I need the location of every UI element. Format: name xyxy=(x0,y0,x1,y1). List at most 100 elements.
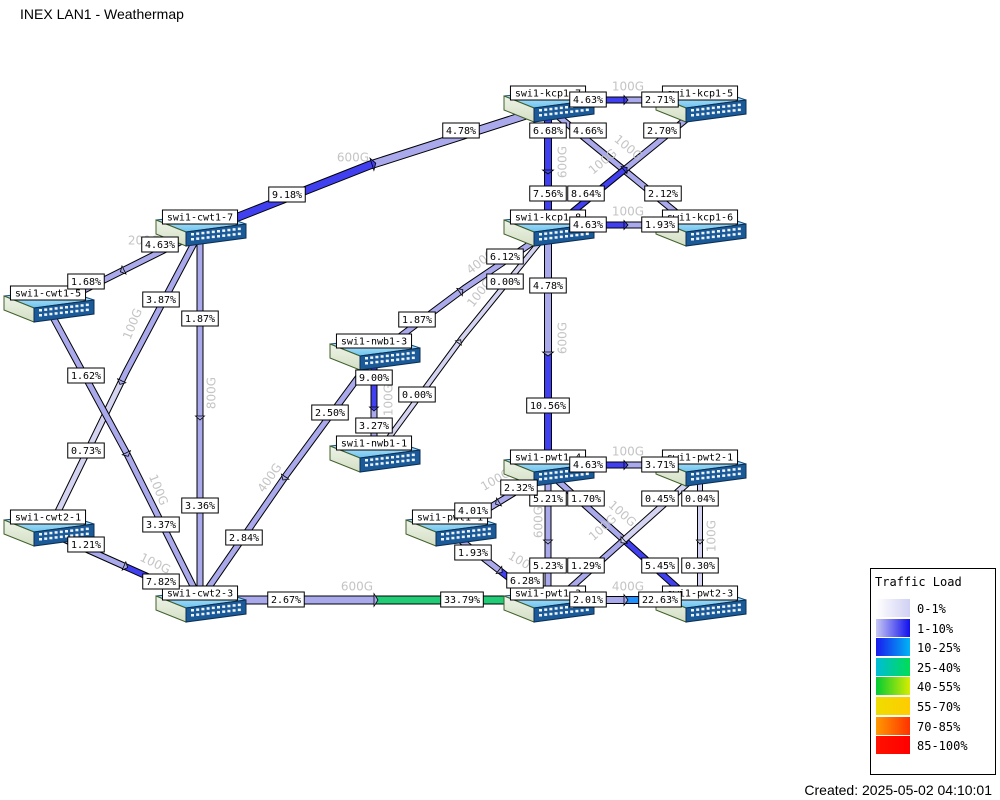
node-label-box xyxy=(161,585,239,601)
node-cwt2-3[interactable]: swi1-cwt2-3 xyxy=(155,585,247,623)
legend-swatch xyxy=(876,657,910,676)
link-half-a[interactable] xyxy=(119,230,203,382)
port-dot xyxy=(549,112,553,116)
port-dot xyxy=(539,473,542,476)
port-dot xyxy=(477,528,481,532)
port-dot xyxy=(727,609,731,613)
traffic-label-box xyxy=(641,456,679,473)
link-half-a[interactable] xyxy=(198,161,374,236)
traffic-label-box xyxy=(641,91,679,108)
traffic-label: 4.66% xyxy=(569,122,607,139)
traffic-label: 4.78% xyxy=(529,277,567,294)
port-dot xyxy=(706,236,710,239)
port-dot xyxy=(39,309,42,312)
link-half-a[interactable] xyxy=(283,354,377,479)
node-kcp1-6[interactable]: swi1-kcp1-6 xyxy=(655,209,747,247)
port-dot xyxy=(396,455,400,458)
node-label-box xyxy=(9,509,87,525)
port-dot xyxy=(559,606,563,610)
node-cwt2-1[interactable]: swi1-cwt2-1 xyxy=(3,509,95,547)
port-dot xyxy=(365,357,368,360)
traffic-label-text: 4.63% xyxy=(573,460,603,471)
traffic-label-text: 0.73% xyxy=(71,446,101,457)
port-dot xyxy=(575,233,579,237)
legend-swatch xyxy=(876,677,910,696)
traffic-label: 0.30% xyxy=(681,557,719,574)
port-dot xyxy=(65,535,68,538)
port-dot xyxy=(565,606,568,609)
traffic-label-box xyxy=(644,185,682,202)
link-arrow xyxy=(620,535,629,544)
port-dot xyxy=(549,612,553,616)
traffic-label: 10.56% xyxy=(526,397,570,414)
traffic-label-text: 7.56% xyxy=(533,189,563,200)
link-arrow xyxy=(542,539,554,545)
link-cwt1-7_kcp1-7[interactable] xyxy=(198,103,550,237)
port-dot xyxy=(580,473,584,476)
traffic-label: 2.71% xyxy=(641,91,679,108)
link-cwt2-3_pwt1-3[interactable] xyxy=(200,592,548,608)
link-kcp1-8_pwt1-4[interactable] xyxy=(541,232,555,472)
link-nwb1-3_cwt2-3[interactable] xyxy=(197,353,377,602)
bandwidth-label: 400G xyxy=(612,580,644,594)
port-dot xyxy=(401,357,405,361)
link-arrow xyxy=(373,592,379,608)
port-dot xyxy=(539,114,542,117)
port-dot xyxy=(446,537,450,540)
traffic-labels-layer: 9.18%4.78%2.67%33.79%4.63%1.68%1.87%3.36… xyxy=(67,91,719,608)
legend-label: 70-85% xyxy=(917,719,961,734)
legend-label: 10-25% xyxy=(917,641,961,656)
node-label: swi1-pwt1-4 xyxy=(515,453,581,464)
port-dot xyxy=(696,232,700,235)
port-dot xyxy=(717,111,720,114)
traffic-label-box xyxy=(454,544,492,561)
port-dot xyxy=(549,236,553,240)
node-cwt1-5[interactable]: swi1-cwt1-5 xyxy=(3,285,95,323)
port-dot xyxy=(391,456,394,459)
traffic-label-box xyxy=(529,277,567,294)
port-dot xyxy=(554,236,558,239)
port-dot xyxy=(585,108,589,112)
link-arrow xyxy=(623,593,629,607)
port-dot xyxy=(65,311,68,314)
traffic-label: 7.56% xyxy=(529,185,567,202)
port-dot xyxy=(375,457,379,461)
port-dot xyxy=(467,535,470,538)
link-arrow xyxy=(620,165,628,175)
port-dot xyxy=(701,607,705,611)
traffic-label: 1.87% xyxy=(398,311,436,328)
port-dot xyxy=(559,230,563,234)
port-dot xyxy=(70,529,74,532)
link-cwt1-7_cwt2-3[interactable] xyxy=(194,232,206,600)
link-arrow xyxy=(369,157,377,172)
port-dot xyxy=(570,110,574,113)
port-dot xyxy=(701,471,705,475)
node-nwb1-1[interactable]: swi1-nwb1-1 xyxy=(329,435,421,473)
port-dot xyxy=(711,606,715,610)
port-dot xyxy=(191,609,194,612)
port-dot xyxy=(196,232,200,235)
traffic-label: 33.79% xyxy=(440,591,484,608)
traffic-label: 3.71% xyxy=(641,456,679,473)
node-kcp1-5[interactable]: swi1-kcp1-5 xyxy=(655,85,747,123)
port-dot xyxy=(732,109,736,112)
traffic-label-box xyxy=(641,490,679,507)
traffic-label-box xyxy=(641,557,679,574)
legend-label: 85-100% xyxy=(917,739,968,754)
port-dot xyxy=(737,608,741,612)
traffic-label: 6.28% xyxy=(506,572,544,589)
port-dot xyxy=(585,232,589,236)
port-dot xyxy=(554,107,558,110)
traffic-label-box xyxy=(529,185,567,202)
node-nwb1-3[interactable]: swi1-nwb1-3 xyxy=(329,333,421,371)
traffic-label: 0.00% xyxy=(398,386,436,403)
port-dot xyxy=(722,229,726,232)
port-dot xyxy=(706,612,710,615)
node-label: swi1-kcp1-6 xyxy=(667,213,733,224)
traffic-label-box xyxy=(181,310,219,327)
traffic-label-box xyxy=(529,122,567,139)
port-dot xyxy=(539,109,542,112)
traffic-label-text: 33.79% xyxy=(444,595,480,606)
port-dot xyxy=(85,527,89,531)
